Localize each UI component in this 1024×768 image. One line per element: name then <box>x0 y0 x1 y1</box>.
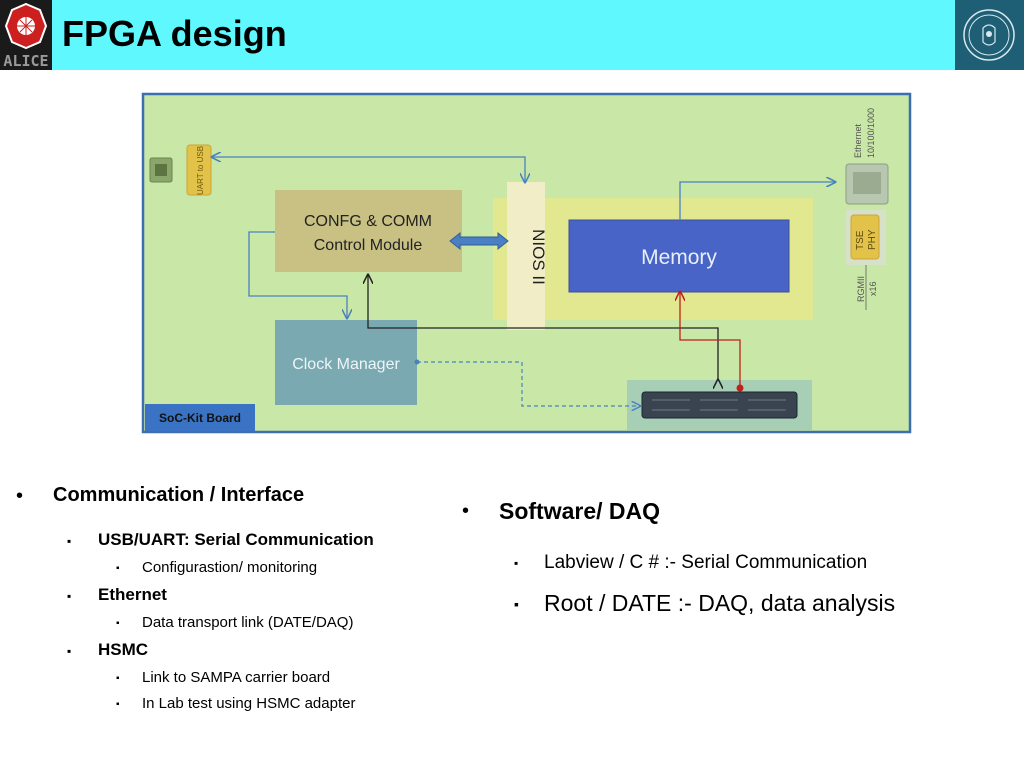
nios-label: NIOS II <box>529 229 548 285</box>
left-subitem-hsmc-1: Link to SAMPA carrier board <box>142 669 331 686</box>
right-item-labview: Labview / C # :- Serial Communication <box>544 552 868 573</box>
fpga-block-diagram: SoC-Kit Board UART to USB NIOS II Memory… <box>141 92 912 434</box>
bullet-square: ▪ <box>67 589 72 603</box>
bullet-square: ▪ <box>116 699 120 710</box>
tse-label: TSE <box>855 230 866 250</box>
hsmc-connector-icon <box>641 391 798 419</box>
bullet-dot: • <box>462 500 470 522</box>
bullet-square: ▪ <box>67 644 72 658</box>
confg-label-line2: Control Module <box>314 237 423 254</box>
alice-logo: ALICE <box>0 0 52 70</box>
usb-connector-icon <box>149 157 173 183</box>
page-title: FPGA design <box>62 13 287 54</box>
left-item-ethernet: Ethernet <box>98 585 167 604</box>
university-seal-icon <box>963 9 1015 61</box>
confg-nios-bus-arrow <box>449 231 509 251</box>
bullet-square: ▪ <box>514 556 519 570</box>
right-list-heading: Software/ DAQ <box>499 498 661 524</box>
uart-nios-link <box>212 157 525 182</box>
memory-ethernet-link <box>679 182 835 220</box>
left-list-heading: Communication / Interface <box>53 484 305 506</box>
header-bar <box>0 0 1024 70</box>
bullet-square: ▪ <box>67 534 72 548</box>
bullet-dot: • <box>16 485 24 507</box>
uart-chip-label: UART to USB <box>196 146 205 195</box>
left-subitem-ethernet-1: Data transport link (DATE/DAQ) <box>142 614 354 631</box>
hsmc-confg-link <box>368 275 718 380</box>
alice-logo-text: ALICE <box>3 52 49 70</box>
ethernet-label-line2: 10/100/1000 <box>866 108 876 158</box>
left-subitem-hsmc-2: In Lab test using HSMC adapter <box>142 695 356 712</box>
university-logo <box>955 0 1024 70</box>
ethernet-label-line1: Ethernet <box>853 123 863 158</box>
phy-label: PHY <box>867 229 878 250</box>
board-label-box <box>145 404 255 431</box>
clock-manager-label: Clock Manager <box>292 356 400 373</box>
left-item-hsmc: HSMC <box>98 640 149 659</box>
bullet-square: ▪ <box>116 563 120 574</box>
alice-logo-icon <box>4 2 48 50</box>
memory-label: Memory <box>641 246 717 269</box>
ethernet-jack-icon <box>845 163 889 205</box>
tse-phy-chip <box>850 214 880 260</box>
rgmii-width-label: x16 <box>868 281 878 296</box>
board-label: SoC-Kit Board <box>159 411 241 425</box>
rgmii-label: RGMII <box>856 276 866 302</box>
confg-clock-link <box>248 231 347 318</box>
left-subitem-usb-1: Configurastion/ monitoring <box>142 559 318 576</box>
right-item-root: Root / DATE :- DAQ, data analysis <box>544 590 896 616</box>
left-item-usb: USB/UART: Serial Communication <box>98 530 374 549</box>
bullet-square: ▪ <box>116 618 120 629</box>
confg-comm-block <box>275 190 462 272</box>
confg-label-line1: CONFG & COMM <box>304 213 432 230</box>
bullet-square: ▪ <box>116 673 120 684</box>
bullet-square: ▪ <box>514 596 519 612</box>
hsmc-memory-link <box>680 292 741 388</box>
